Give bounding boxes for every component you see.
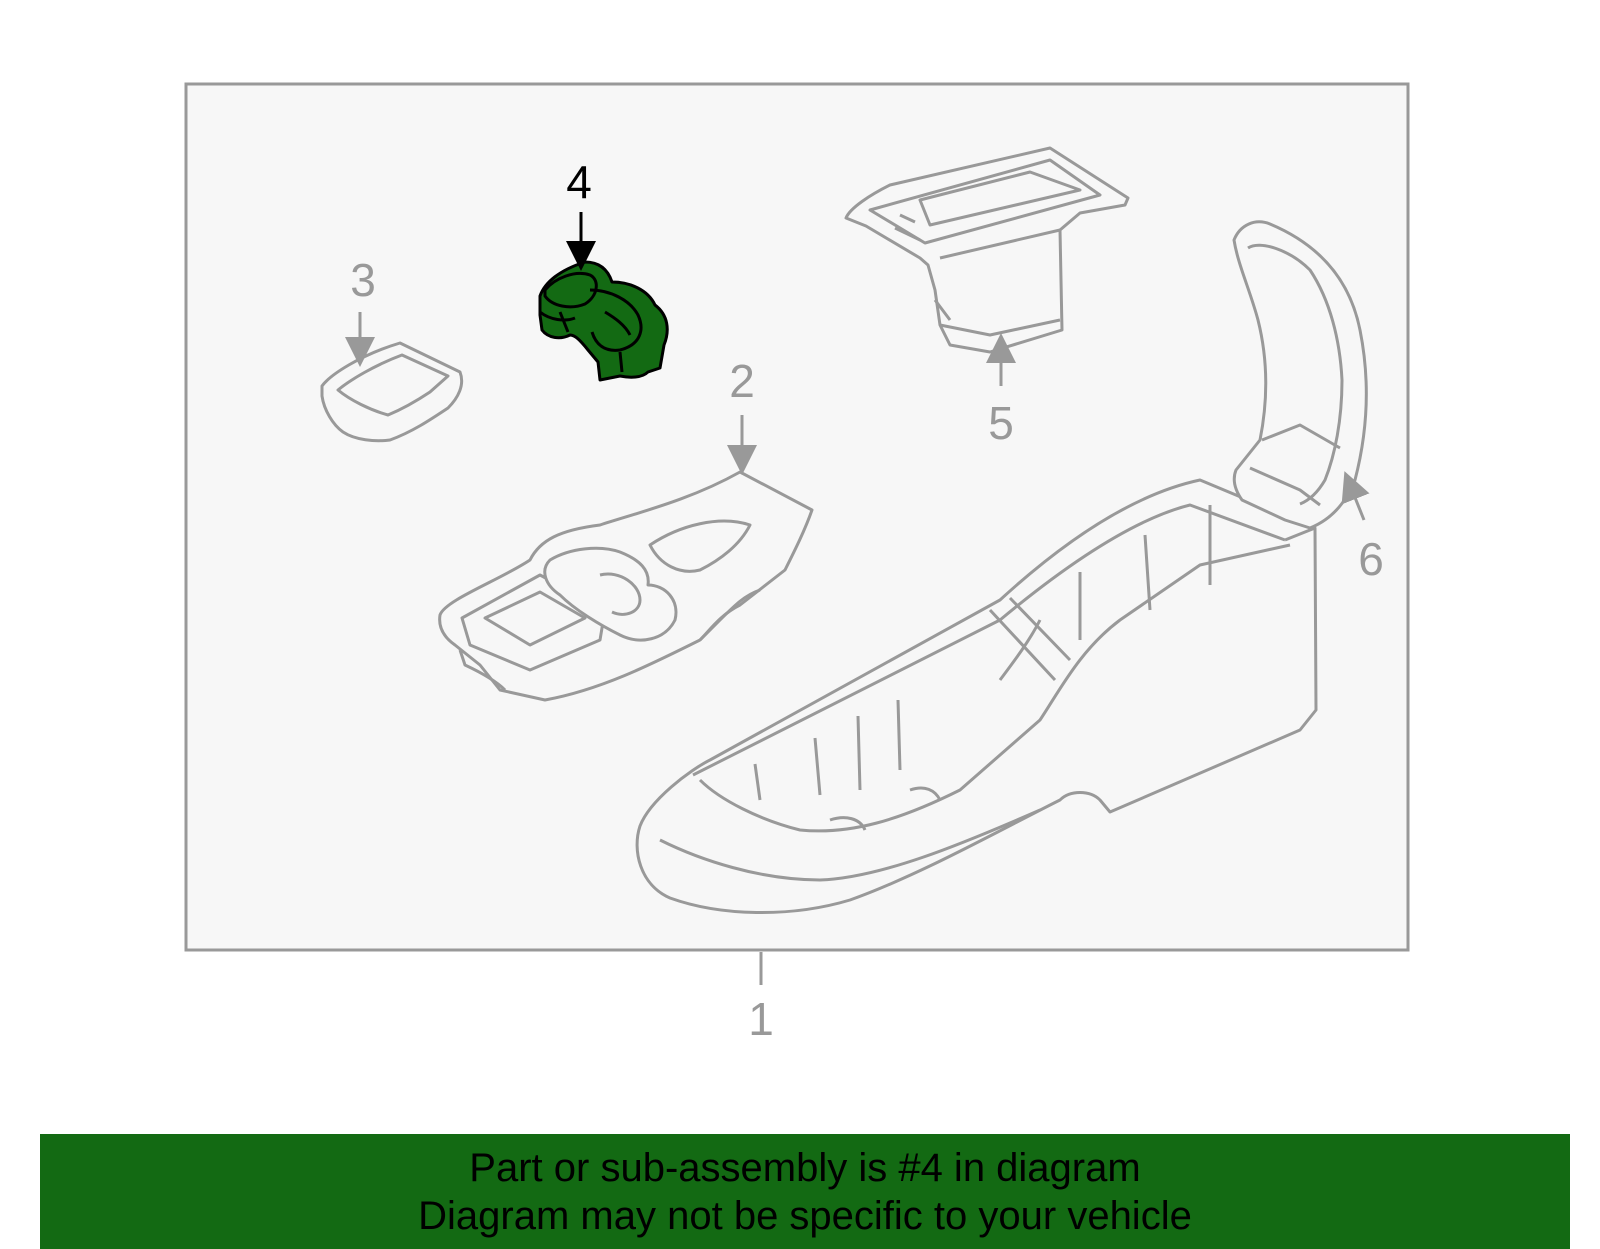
part-6-armrest-lid[interactable] [1232,220,1368,530]
part-2-cup-holder-tray[interactable] [438,470,814,702]
banner-line-1: Part or sub-assembly is #4 in diagram [469,1146,1141,1190]
info-banner: Part or sub-assembly is #4 in diagram Di… [40,1134,1570,1249]
part-4-cup-holder-insert[interactable] [538,260,669,382]
part-3-small-tray[interactable] [320,341,464,443]
callout-5[interactable]: 5 [988,397,1014,449]
part-1-console-body[interactable] [635,478,1318,914]
callout-2[interactable]: 2 [729,355,755,407]
banner-line-2: Diagram may not be specific to your vehi… [418,1194,1192,1238]
callout-1[interactable]: 1 [748,993,774,1045]
callout-3[interactable]: 3 [350,254,376,306]
callout-4[interactable]: 4 [566,156,592,208]
callout-6[interactable]: 6 [1358,533,1384,585]
leader-arrow-6 [1341,471,1370,521]
part-5-armrest-latch[interactable] [844,146,1130,354]
